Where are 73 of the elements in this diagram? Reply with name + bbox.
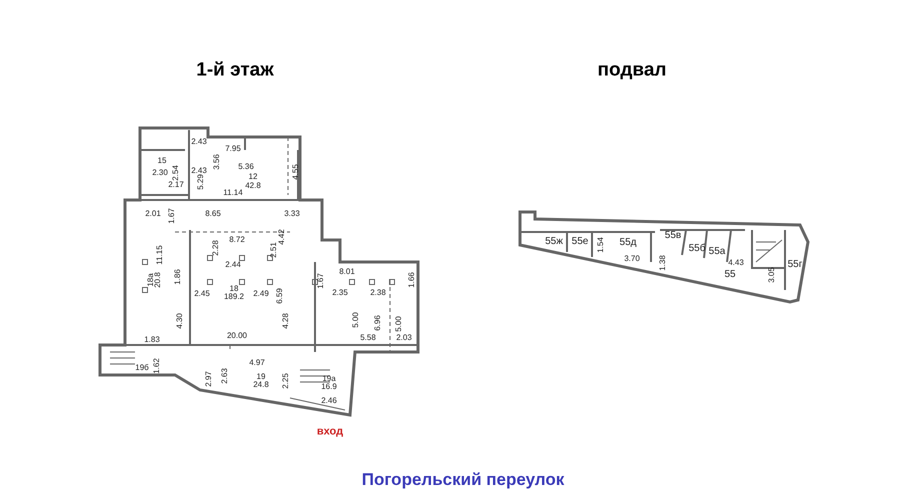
floor-heading: 1-й этаж bbox=[196, 60, 274, 80]
room-number: 18 bbox=[230, 285, 238, 293]
room-number: 12 bbox=[248, 173, 258, 181]
room-number: 55 bbox=[724, 270, 736, 280]
dimension-label: 5.00 bbox=[395, 316, 403, 332]
dimension-label: 4.43 bbox=[728, 259, 744, 267]
dimension-label: 3.33 bbox=[284, 210, 300, 218]
dimension-label: 1.83 bbox=[144, 336, 160, 344]
room-area: 16.9 bbox=[321, 383, 337, 391]
dimension-label: 1.66 bbox=[408, 272, 416, 288]
dimension-label: 2.43 bbox=[191, 138, 207, 146]
room-number: 18а bbox=[147, 273, 155, 287]
dimension-label: 2.54 bbox=[172, 165, 180, 181]
dimension-label: 4.97 bbox=[249, 359, 265, 367]
dimension-label: 8.65 bbox=[205, 210, 221, 218]
room-area: 20.8 bbox=[154, 272, 162, 288]
dimension-label: 5.00 bbox=[352, 312, 360, 328]
dimension-label: 20.00 bbox=[226, 332, 248, 340]
dimension-label: 2.30 bbox=[152, 169, 168, 177]
dimension-label: 6.96 bbox=[374, 315, 382, 331]
dimension-label: 2.43 bbox=[191, 167, 207, 175]
dimension-label: 1.86 bbox=[174, 269, 182, 285]
room-number: 15 bbox=[158, 157, 166, 165]
street-caption: Погорельский переулок bbox=[362, 470, 564, 490]
dimension-label: 11.14 bbox=[223, 189, 243, 197]
dimension-label: 2.01 bbox=[145, 210, 161, 218]
dimension-label: 5.36 bbox=[238, 163, 254, 171]
dimension-label: 8.72 bbox=[229, 236, 245, 244]
dimension-label: 1.62 bbox=[153, 358, 161, 374]
dimension-label: 2.49 bbox=[253, 290, 269, 298]
dimension-label: 3.70 bbox=[624, 255, 640, 263]
dimension-label: 2.25 bbox=[282, 373, 290, 389]
dimension-label: 6.59 bbox=[276, 288, 284, 304]
dimension-label: 2.38 bbox=[370, 289, 386, 297]
dimension-label: 2.46 bbox=[321, 397, 337, 405]
dimension-label: 11.15 bbox=[156, 245, 164, 265]
room-area: 24.8 bbox=[253, 381, 269, 389]
room-number: 19б bbox=[135, 364, 149, 372]
dimension-label: 3.05 bbox=[768, 267, 776, 283]
dimension-label: 2.51 bbox=[270, 242, 278, 258]
dimension-label: 2.63 bbox=[221, 368, 229, 384]
entrance-label: вход bbox=[316, 426, 344, 438]
room-number: 55а bbox=[708, 247, 726, 257]
dimension-label: 2.44 bbox=[225, 261, 241, 269]
dimension-label: 2.03 bbox=[396, 334, 412, 342]
room-area: 189.2 bbox=[224, 293, 244, 301]
dimension-label: 4.28 bbox=[282, 313, 290, 329]
dimension-label: 2.28 bbox=[212, 240, 220, 256]
dimension-label: 3.56 bbox=[213, 154, 221, 170]
room-area: 42.8 bbox=[245, 182, 261, 190]
room-number: 55е bbox=[572, 237, 588, 247]
dimension-label: 2.45 bbox=[194, 290, 210, 298]
dimension-label: 2.35 bbox=[332, 289, 348, 297]
dimension-label: 7.95 bbox=[225, 145, 241, 153]
room-number: 19а bbox=[322, 375, 336, 383]
floor-heading: подвал bbox=[598, 60, 666, 80]
room-number: 19 bbox=[256, 373, 266, 381]
dimension-label: 8.01 bbox=[339, 268, 355, 276]
dimension-label: 4.42 bbox=[278, 229, 286, 245]
dimension-label: 4.55 bbox=[292, 164, 300, 180]
dimension-label: 1.67 bbox=[168, 208, 176, 224]
dimension-label: 2.17 bbox=[168, 181, 184, 189]
dimension-label: 1.54 bbox=[597, 237, 605, 253]
dimension-label: 4.30 bbox=[176, 313, 184, 329]
dimension-label: 2.97 bbox=[205, 371, 213, 387]
dimension-label: 5.58 bbox=[360, 334, 376, 342]
room-number: 55д bbox=[620, 238, 636, 248]
dimension-label: 1.38 bbox=[659, 255, 667, 271]
dimension-label: 5.29 bbox=[197, 174, 205, 190]
room-number: 55в bbox=[664, 231, 682, 241]
room-number: 55ж bbox=[545, 237, 563, 247]
room-number: 55г bbox=[788, 260, 802, 270]
dimension-label: 1.67 bbox=[317, 273, 325, 289]
